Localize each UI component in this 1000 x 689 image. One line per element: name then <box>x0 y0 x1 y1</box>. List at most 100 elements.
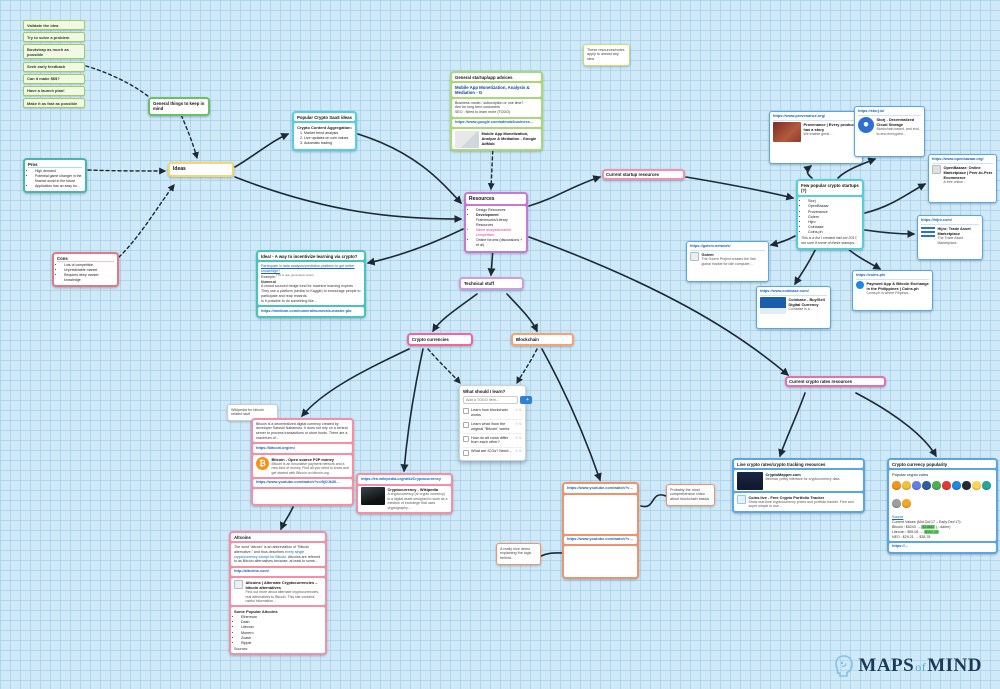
video-link-2[interactable]: https://www.youtube.com/watch?v=_16… <box>564 535 637 545</box>
node-live-rates[interactable]: Live crypto rates/crypto tracking resour… <box>732 458 865 513</box>
provenance-title: Provenance | Every product has a story <box>803 122 855 133</box>
provenance-link[interactable]: https://www.provenance.org/ <box>773 114 859 121</box>
list-item: Automatic trading <box>304 141 352 146</box>
medium-link[interactable]: https://medium.com/numerai/numerais-mast… <box>258 307 364 316</box>
node-blockchain-videos[interactable]: https://www.youtube.com/watch?v=SSo_… ht… <box>562 482 639 580</box>
ltc-highlight: $101.10 <box>923 529 939 534</box>
video-placeholder-2[interactable] <box>564 546 637 578</box>
todo-item[interactable]: How do alt coins differ from each other?… <box>463 434 522 448</box>
coinbase-link[interactable]: https://www.coinbase.com/ <box>760 289 827 296</box>
coin-icon <box>892 481 901 490</box>
altcoins-link[interactable]: http://altcoins.com/ <box>231 567 325 577</box>
note-resources-apply[interactable]: These resources/notes apply to almost an… <box>583 44 630 66</box>
checkbox-icon[interactable] <box>463 449 469 456</box>
altcoins-intro-link[interactable]: every single cryptocurrency except for B… <box>234 549 305 559</box>
node-technical-stuff[interactable]: Technical stuff <box>459 277 524 291</box>
admob-link[interactable]: https://www.google.com/admob/business… <box>452 118 541 128</box>
todo-item-actions[interactable]: ✕ ⇅ <box>515 421 522 426</box>
todo-item-actions[interactable]: ✕ ⇅ <box>515 435 522 440</box>
node-resources[interactable]: Resources Design Resources Development F… <box>464 192 528 253</box>
btc-highlight: $11882 <box>921 524 936 529</box>
card-provenance[interactable]: https://www.provenance.org/ Provenance |… <box>769 111 863 164</box>
checkbox-icon[interactable] <box>463 408 469 415</box>
idea-line: A crowd sourced hedge fund for machine l… <box>261 284 353 289</box>
advice-line: Business model : subscription or one tim… <box>455 100 524 105</box>
todo-widget[interactable]: What should I learn? + Learn how blockch… <box>459 385 532 462</box>
node-current-crypto-rates[interactable]: Current crypto rates resources <box>785 376 886 388</box>
bitcoin-video-placeholder[interactable] <box>253 489 352 505</box>
todo-add-button[interactable]: + <box>520 396 532 405</box>
golem-link[interactable]: https://golem.network/ <box>690 244 765 251</box>
coinbase-title: Coinbase - Buy/Sell Digital Currency <box>788 297 825 308</box>
node-current-startup-resources[interactable]: Current startup resources <box>602 169 685 181</box>
node-general-things[interactable]: General things to keep in mind <box>148 97 210 116</box>
node-cons[interactable]: Cons Lots of competitionUnpredictable ma… <box>52 252 119 287</box>
node-pros[interactable]: Pros High demandPotential game changer i… <box>23 158 87 193</box>
node-blockchain[interactable]: Blockchain <box>511 333 574 347</box>
todo-input[interactable] <box>463 396 518 405</box>
todo-item[interactable]: What are ICOs? Need… ✕ ⇅ <box>463 448 522 458</box>
todo-item[interactable]: Learn what /how the original "Bitcoin" w… <box>463 420 522 435</box>
node-crypto-popularity[interactable]: Crypto currency popularity Popular crypt… <box>887 458 998 554</box>
node-altcoins[interactable]: Altcoins The word "altcoin" is an abbrev… <box>229 531 327 656</box>
coin-icon <box>942 481 951 490</box>
altcoins-card-title: Altcoins | Alternate Cryptocurrencies – … <box>245 579 318 590</box>
coinsph-link[interactable]: https://coins.ph/ <box>856 273 929 280</box>
coinbase-desc: Coinbase is a… <box>788 307 814 312</box>
todo-item-actions[interactable]: ✕ ⇅ <box>515 407 522 412</box>
note-demo-video[interactable]: A really nice demo explaining the logic … <box>496 543 541 565</box>
openbazaar-link[interactable]: https://www.openbazaar.org/ <box>932 157 993 164</box>
edge <box>400 348 424 473</box>
edge <box>540 552 564 557</box>
resources-item-rest: Frameworks/Library Resources <box>476 218 508 228</box>
logo-text: MAPSofMIND <box>858 655 982 677</box>
node-title: Blockchain <box>513 335 572 345</box>
node-bitcoin[interactable]: Bitcoin is a decentralized digital curre… <box>251 418 354 507</box>
note-comprehensive-video[interactable]: Probably the most comprehensive video ab… <box>666 484 715 506</box>
todo-item-actions[interactable]: ✕ ⇅ <box>515 449 522 454</box>
bitcoin-video-link[interactable]: https://www.youtube.com/watch?v=l9jOJk30… <box>253 478 352 488</box>
checkbox-icon[interactable] <box>463 422 469 429</box>
node-idea-incentivize[interactable]: Idea! - A way to incentivize learning vi… <box>256 250 366 318</box>
node-title: Crypto currencies <box>409 335 471 345</box>
node-startup-advices[interactable]: General startup/app advices Mobile App M… <box>450 71 543 152</box>
card-openbazaar[interactable]: https://www.openbazaar.org/ OpenBazaar: … <box>928 154 997 203</box>
todo-item[interactable]: Learn how blockchain works ✕ ⇅ <box>463 406 522 421</box>
list-item: Storj <box>808 199 859 204</box>
bitcoin-logo-icon: ₿ <box>256 456 269 470</box>
node-title: Pros <box>28 162 82 168</box>
golem-title: Golem <box>701 252 714 258</box>
card-coinbase[interactable]: https://www.coinbase.com/ Coinbase - Buy… <box>756 286 831 329</box>
list-item: Try to solve a problem <box>23 32 85 43</box>
node-ideas[interactable]: Ideas <box>168 162 234 177</box>
video-link-1[interactable]: https://www.youtube.com/watch?v=SSo_… <box>564 484 637 493</box>
cryptomapper-desc: Minimal, pretty interface for cryptocurr… <box>765 476 840 481</box>
hijro-link[interactable]: https://hijro.com/ <box>921 218 979 225</box>
source-link[interactable]: Source <box>892 515 904 520</box>
storj-link[interactable]: https://storj.io/ <box>858 109 921 116</box>
storj-title: Storj - Decentralized Cloud Storage <box>876 117 915 128</box>
altcoins-card-desc: Find out more about alternate cryptocurr… <box>245 590 320 604</box>
node-crypto-startups[interactable]: Few popular crypto startups (?) StorjOpe… <box>796 179 864 250</box>
card-coinsph[interactable]: https://coins.ph/ Payment App & Bitcoin … <box>852 270 933 311</box>
coin-icon <box>962 481 971 490</box>
bitcoin-intro: Bitcoin is a decentralized digital curre… <box>253 420 352 443</box>
checkbox-icon[interactable] <box>463 436 469 443</box>
coin-icons <box>892 478 993 514</box>
node-saas-ideas[interactable]: Popular Crypto SaaS ideas Crypto Content… <box>292 111 357 151</box>
video-placeholder-1[interactable] <box>564 494 637 534</box>
wikipedia-link[interactable]: https://en.wikipedia.org/wiki/Cryptocurr… <box>358 475 451 484</box>
node-title: Crypto currency popularity <box>889 460 996 469</box>
bitcoin-org-link[interactable]: https://bitcoin.org/en/ <box>253 444 352 454</box>
idea-participate-link[interactable]: Participate in data analysis/prediction … <box>261 263 355 273</box>
advices-link-title[interactable]: Mobile App Monetization, Analysis & Medi… <box>452 83 541 98</box>
node-crypto-currencies[interactable]: Crypto currencies <box>407 333 473 347</box>
coinbase-thumbnail <box>760 297 786 315</box>
node-cryptocurrency-wikipedia[interactable]: https://en.wikipedia.org/wiki/Cryptocurr… <box>356 473 453 514</box>
card-storj[interactable]: https://storj.io/ Storj - Decentralized … <box>854 106 925 157</box>
altcoins-list: EthereumDashLitecoinMoneroZcashRipple <box>234 615 322 646</box>
card-hijro[interactable]: https://hijro.com/ Hijro: Trade Asset Ma… <box>917 215 983 260</box>
card-golem[interactable]: https://golem.network/ Golem The Golem P… <box>686 241 769 282</box>
popularity-link[interactable]: https://… <box>889 542 996 552</box>
